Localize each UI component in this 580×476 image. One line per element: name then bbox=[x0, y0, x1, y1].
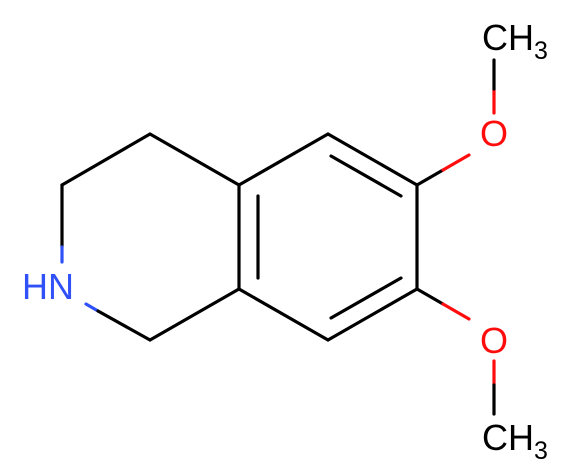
bond-c1-c8a bbox=[148, 287, 241, 342]
bond-c5-c6 bbox=[326, 132, 419, 187]
bond-c7-o-bottom-red bbox=[441, 302, 471, 321]
methoxy-bonds bbox=[415, 58, 496, 416]
bond-c7-c8 bbox=[326, 287, 419, 342]
bond-nh-c1-n-part bbox=[84, 302, 100, 313]
bond-c6-o-top bbox=[415, 168, 445, 187]
nitrogen-label: HN bbox=[22, 266, 74, 307]
bond-nh-c1 bbox=[96, 309, 152, 342]
bond-c8-c8a bbox=[237, 287, 330, 342]
methyl-bottom-subscript: 3 bbox=[534, 437, 548, 465]
methyl-top-subscript: 3 bbox=[534, 37, 548, 65]
bond-c5-c6-inner bbox=[329, 154, 403, 198]
methyl-top-main: CH bbox=[482, 17, 534, 58]
oxygen-bottom-label: O bbox=[480, 320, 508, 361]
bond-c6-o-top-red bbox=[441, 153, 471, 172]
methyl-top-label: CH3 bbox=[482, 17, 548, 65]
methyl-bottom-main: CH bbox=[482, 417, 534, 458]
bond-c3-c4 bbox=[60, 132, 152, 187]
methyl-bottom-label: CH3 bbox=[482, 417, 548, 465]
bond-c4a-c5 bbox=[237, 132, 330, 187]
bond-c7-o-bottom bbox=[415, 287, 445, 306]
saturated-ring-bonds bbox=[60, 132, 241, 342]
bond-c4-c4a bbox=[148, 132, 241, 187]
aromatic-ring-bonds bbox=[237, 132, 419, 342]
oxygen-top-label: O bbox=[480, 113, 508, 154]
bond-c7-c8-inner bbox=[329, 276, 403, 320]
